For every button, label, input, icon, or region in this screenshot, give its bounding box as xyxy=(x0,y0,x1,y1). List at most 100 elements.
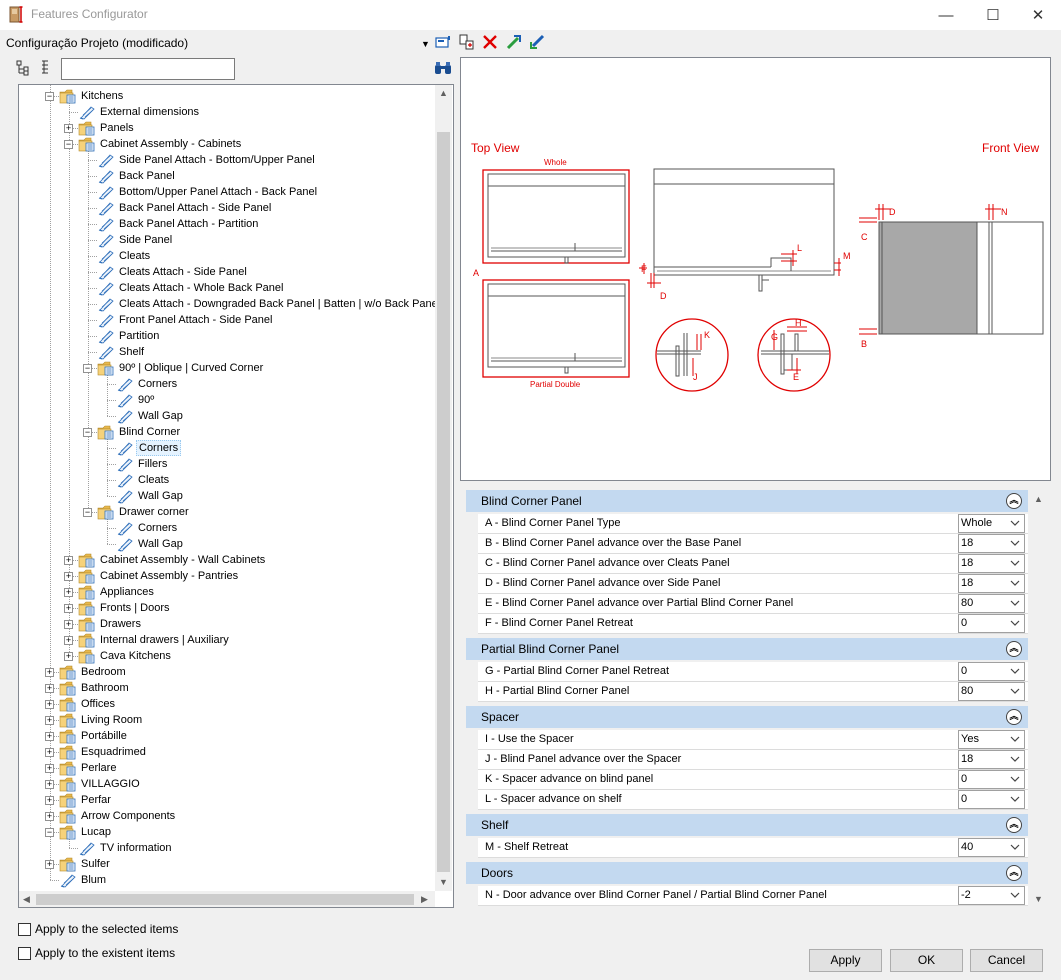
tree-vertical-thumb[interactable] xyxy=(437,132,450,872)
chevron-down-icon[interactable] xyxy=(1010,734,1020,744)
tree-item[interactable]: 90º xyxy=(19,392,435,408)
scroll-down-icon[interactable]: ▼ xyxy=(439,877,448,887)
binoculars-icon[interactable] xyxy=(434,61,452,75)
tree-item[interactable]: Partition xyxy=(19,328,435,344)
apply-existent-option[interactable]: Apply to the existent items xyxy=(18,945,175,961)
expand-icon[interactable]: + xyxy=(45,779,54,789)
delete-icon[interactable] xyxy=(481,33,499,51)
save-config-icon[interactable] xyxy=(434,33,452,51)
chevron-down-icon[interactable] xyxy=(1010,686,1020,696)
copy-config-icon[interactable] xyxy=(458,33,476,51)
expand-icon[interactable]: + xyxy=(64,651,73,661)
cancel-button[interactable]: Cancel xyxy=(970,949,1043,972)
tree-item[interactable]: −90º | Oblique | Curved Corner xyxy=(19,360,435,376)
collapse-icon[interactable]: − xyxy=(83,427,92,437)
expand-icon[interactable]: + xyxy=(45,747,54,757)
group-header[interactable]: Shelf︽ xyxy=(466,814,1028,836)
chevron-down-icon[interactable] xyxy=(1010,794,1020,804)
tree-item[interactable]: Side Panel xyxy=(19,232,435,248)
apply-selected-checkbox[interactable] xyxy=(18,922,31,936)
tree-item[interactable]: −Lucap xyxy=(19,824,435,840)
apply-existent-checkbox[interactable] xyxy=(18,946,31,960)
group-header[interactable]: Spacer︽ xyxy=(466,706,1028,728)
collapse-group-icon[interactable]: ︽ xyxy=(1006,709,1022,725)
expand-icon[interactable]: + xyxy=(64,619,73,629)
expand-icon[interactable]: + xyxy=(45,859,54,869)
chevron-down-icon[interactable] xyxy=(1010,618,1020,628)
expand-icon[interactable]: + xyxy=(64,555,73,565)
tree-item[interactable]: Cleats Attach - Downgraded Back Panel | … xyxy=(19,296,440,312)
property-value-dropdown[interactable]: 18 xyxy=(958,574,1025,593)
tree-item[interactable]: Wall Gap xyxy=(19,488,435,504)
apply-button[interactable]: Apply xyxy=(809,949,882,972)
tree-item[interactable]: +Offices xyxy=(19,696,435,712)
tree-item[interactable]: Fillers xyxy=(19,456,435,472)
collapse-icon[interactable]: − xyxy=(83,363,92,373)
minimize-button[interactable]: — xyxy=(938,6,954,24)
expand-icon[interactable]: + xyxy=(64,635,73,645)
expand-icon[interactable]: + xyxy=(64,603,73,613)
tree-item[interactable]: Bottom/Upper Panel Attach - Back Panel xyxy=(19,184,435,200)
expand-icon[interactable]: + xyxy=(45,667,54,677)
tree-item[interactable]: Blum xyxy=(19,872,435,888)
tree-item[interactable]: Side Panel Attach - Bottom/Upper Panel xyxy=(19,152,435,168)
tree-item[interactable]: +Cabinet Assembly - Pantries xyxy=(19,568,435,584)
close-button[interactable]: ✕ xyxy=(1031,7,1045,24)
expand-icon[interactable]: + xyxy=(45,795,54,805)
tree-item[interactable]: Back Panel xyxy=(19,168,435,184)
collapse-group-icon[interactable]: ︽ xyxy=(1006,641,1022,657)
tree-item[interactable]: Cleats xyxy=(19,472,435,488)
chevron-down-icon[interactable] xyxy=(1010,754,1020,764)
property-value-dropdown[interactable]: 18 xyxy=(958,750,1025,769)
expand-icon[interactable]: + xyxy=(45,699,54,709)
chevron-down-icon[interactable] xyxy=(1010,538,1020,548)
tree-item[interactable]: +Internal drawers | Auxiliary xyxy=(19,632,435,648)
property-value-dropdown[interactable]: Whole xyxy=(958,514,1025,533)
apply-selected-option[interactable]: Apply to the selected items xyxy=(18,921,178,937)
tree-item[interactable]: Shelf xyxy=(19,344,435,360)
property-value-dropdown[interactable]: 0 xyxy=(958,662,1025,681)
expand-icon[interactable]: + xyxy=(45,683,54,693)
property-value-dropdown[interactable]: 18 xyxy=(958,534,1025,553)
tree-item[interactable]: Back Panel Attach - Side Panel xyxy=(19,200,435,216)
collapse-icon[interactable]: − xyxy=(83,507,92,517)
expand-icon[interactable]: + xyxy=(45,763,54,773)
tree-item[interactable]: Front Panel Attach - Side Panel xyxy=(19,312,435,328)
tree-item[interactable]: −Kitchens xyxy=(19,88,435,104)
tree-item[interactable]: −Cabinet Assembly - Cabinets xyxy=(19,136,435,152)
scroll-left-icon[interactable]: ◀ xyxy=(23,894,30,904)
tree-item[interactable]: TV information xyxy=(19,840,435,856)
tree-item[interactable]: +Esquadrimed xyxy=(19,744,435,760)
tree-item[interactable]: +Perfar xyxy=(19,792,435,808)
search-input[interactable] xyxy=(61,58,235,80)
tree-item[interactable]: +Living Room xyxy=(19,712,435,728)
expand-icon[interactable]: + xyxy=(64,587,73,597)
tree-item[interactable]: External dimensions xyxy=(19,104,435,120)
tree-item[interactable]: +Sulfer xyxy=(19,856,435,872)
expand-icon[interactable]: + xyxy=(45,811,54,821)
tree-item[interactable]: Wall Gap xyxy=(19,536,435,552)
chevron-down-icon[interactable] xyxy=(1010,666,1020,676)
scroll-up-icon[interactable]: ▲ xyxy=(439,88,448,98)
property-value-dropdown[interactable]: -2 xyxy=(958,886,1025,905)
scroll-down-icon[interactable]: ▼ xyxy=(1034,894,1043,904)
expand-icon[interactable]: + xyxy=(64,571,73,581)
tree-item[interactable]: Cleats xyxy=(19,248,435,264)
maximize-button[interactable]: ☐ xyxy=(986,7,1000,24)
tree-item[interactable]: +Bathroom xyxy=(19,680,435,696)
collapse-group-icon[interactable]: ︽ xyxy=(1006,865,1022,881)
tree-item[interactable]: +Cabinet Assembly - Wall Cabinets xyxy=(19,552,435,568)
property-value-dropdown[interactable]: 40 xyxy=(958,838,1025,857)
chevron-down-icon[interactable] xyxy=(1010,890,1020,900)
tree-item[interactable]: +Appliances xyxy=(19,584,435,600)
tree-item[interactable]: +Fronts | Doors xyxy=(19,600,435,616)
import-icon[interactable] xyxy=(505,33,523,51)
tree-item[interactable]: +VILLAGGIO xyxy=(19,776,435,792)
collapse-icon[interactable]: − xyxy=(45,91,54,101)
properties-grid[interactable]: Blind Corner Panel︽A - Blind Corner Pane… xyxy=(463,488,1047,910)
tree-item[interactable]: Corners xyxy=(19,520,435,536)
chevron-down-icon[interactable] xyxy=(1010,774,1020,784)
dropdown-arrow-icon[interactable]: ▼ xyxy=(421,39,430,49)
chevron-down-icon[interactable] xyxy=(1010,598,1020,608)
